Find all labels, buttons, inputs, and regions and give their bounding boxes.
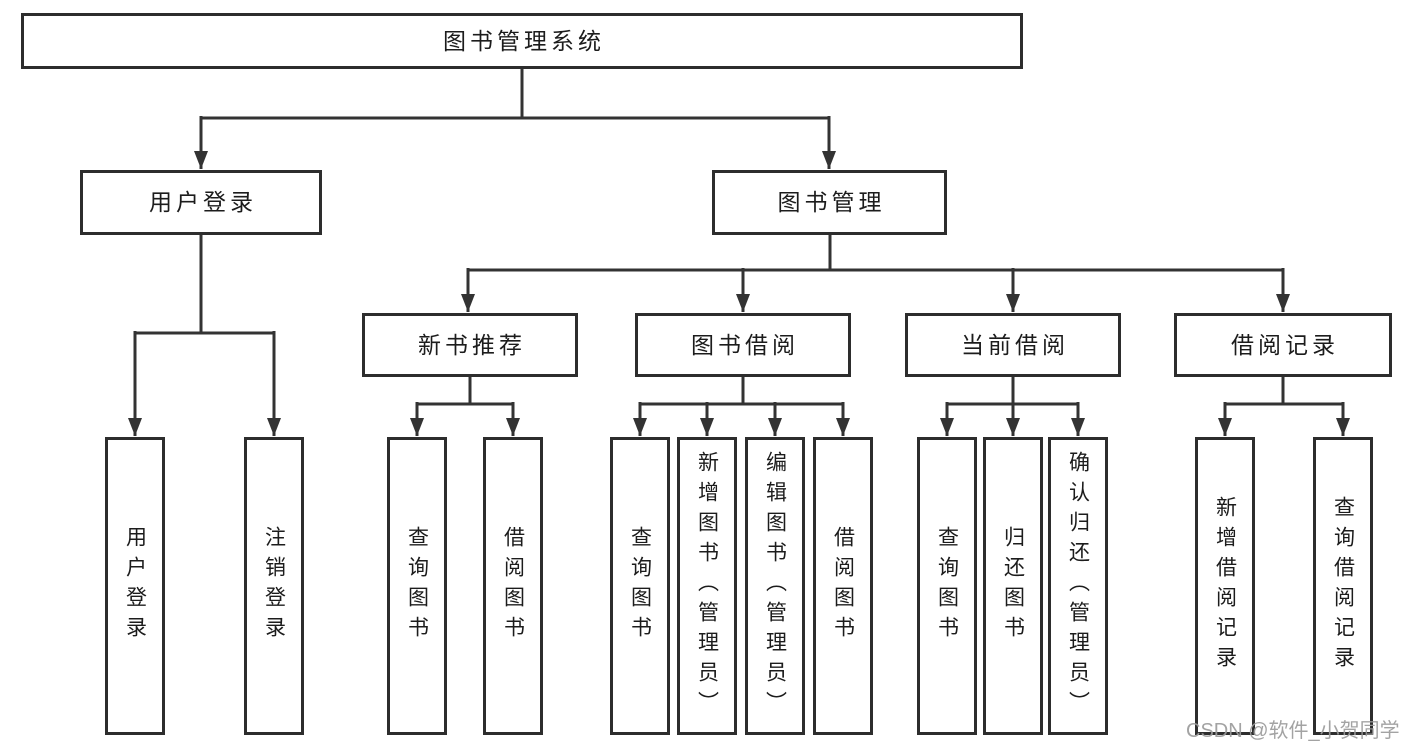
node-user-login-label: 用户登录 [149,189,257,215]
node-root-label: 图书管理系统 [443,27,605,54]
node-new-book-recommend: 新书推荐 [362,313,578,377]
leaf-current-return-book: 归还图书 [983,437,1043,735]
leaf-logout-login-label: 注销登录 [262,526,286,646]
leaf-borrow-query-book-label: 查询图书 [628,526,652,646]
leaf-borrow-add-book-label: 新增图书（管理员） [695,451,719,721]
leaf-user-login: 用户登录 [105,437,165,735]
leaf-user-login-label: 用户登录 [123,526,147,646]
leaf-borrow-borrow-book: 借阅图书 [813,437,873,735]
node-new-book-recommend-label: 新书推荐 [418,331,526,358]
leaf-borrow-query-book: 查询图书 [610,437,670,735]
leaf-newbook-query-book: 查询图书 [387,437,447,735]
leaf-newbook-borrow-book-label: 借阅图书 [501,526,525,646]
leaf-current-query-book-label: 查询图书 [935,526,959,646]
leaf-newbook-borrow-book: 借阅图书 [483,437,543,735]
leaf-records-query-record-label: 查询借阅记录 [1331,496,1355,676]
leaf-borrow-borrow-book-label: 借阅图书 [831,526,855,646]
node-user-login: 用户登录 [80,170,322,235]
leaf-current-confirm-return-label: 确认归还（管理员） [1066,451,1090,721]
leaf-borrow-add-book: 新增图书（管理员） [677,437,737,735]
leaf-current-return-book-label: 归还图书 [1001,526,1025,646]
leaf-logout-login: 注销登录 [244,437,304,735]
leaf-records-query-record: 查询借阅记录 [1313,437,1373,735]
leaf-current-query-book: 查询图书 [917,437,977,735]
node-book-borrow-label: 图书借阅 [691,331,799,358]
watermark: CSDN @软件_小贺同学 [1186,720,1400,742]
node-book-management-label: 图书管理 [777,189,886,215]
node-book-borrow: 图书借阅 [635,313,851,377]
leaf-records-add-record: 新增借阅记录 [1195,437,1255,735]
node-borrow-records: 借阅记录 [1174,313,1392,377]
node-book-management: 图书管理 [712,170,947,235]
node-current-borrow: 当前借阅 [905,313,1121,377]
leaf-borrow-edit-book: 编辑图书（管理员） [745,437,805,735]
node-root: 图书管理系统 [21,13,1023,69]
leaf-borrow-edit-book-label: 编辑图书（管理员） [763,451,787,721]
leaf-records-add-record-label: 新增借阅记录 [1213,496,1237,676]
leaf-current-confirm-return: 确认归还（管理员） [1048,437,1108,735]
leaf-newbook-query-book-label: 查询图书 [405,526,429,646]
node-current-borrow-label: 当前借阅 [961,331,1069,358]
node-borrow-records-label: 借阅记录 [1231,331,1339,358]
